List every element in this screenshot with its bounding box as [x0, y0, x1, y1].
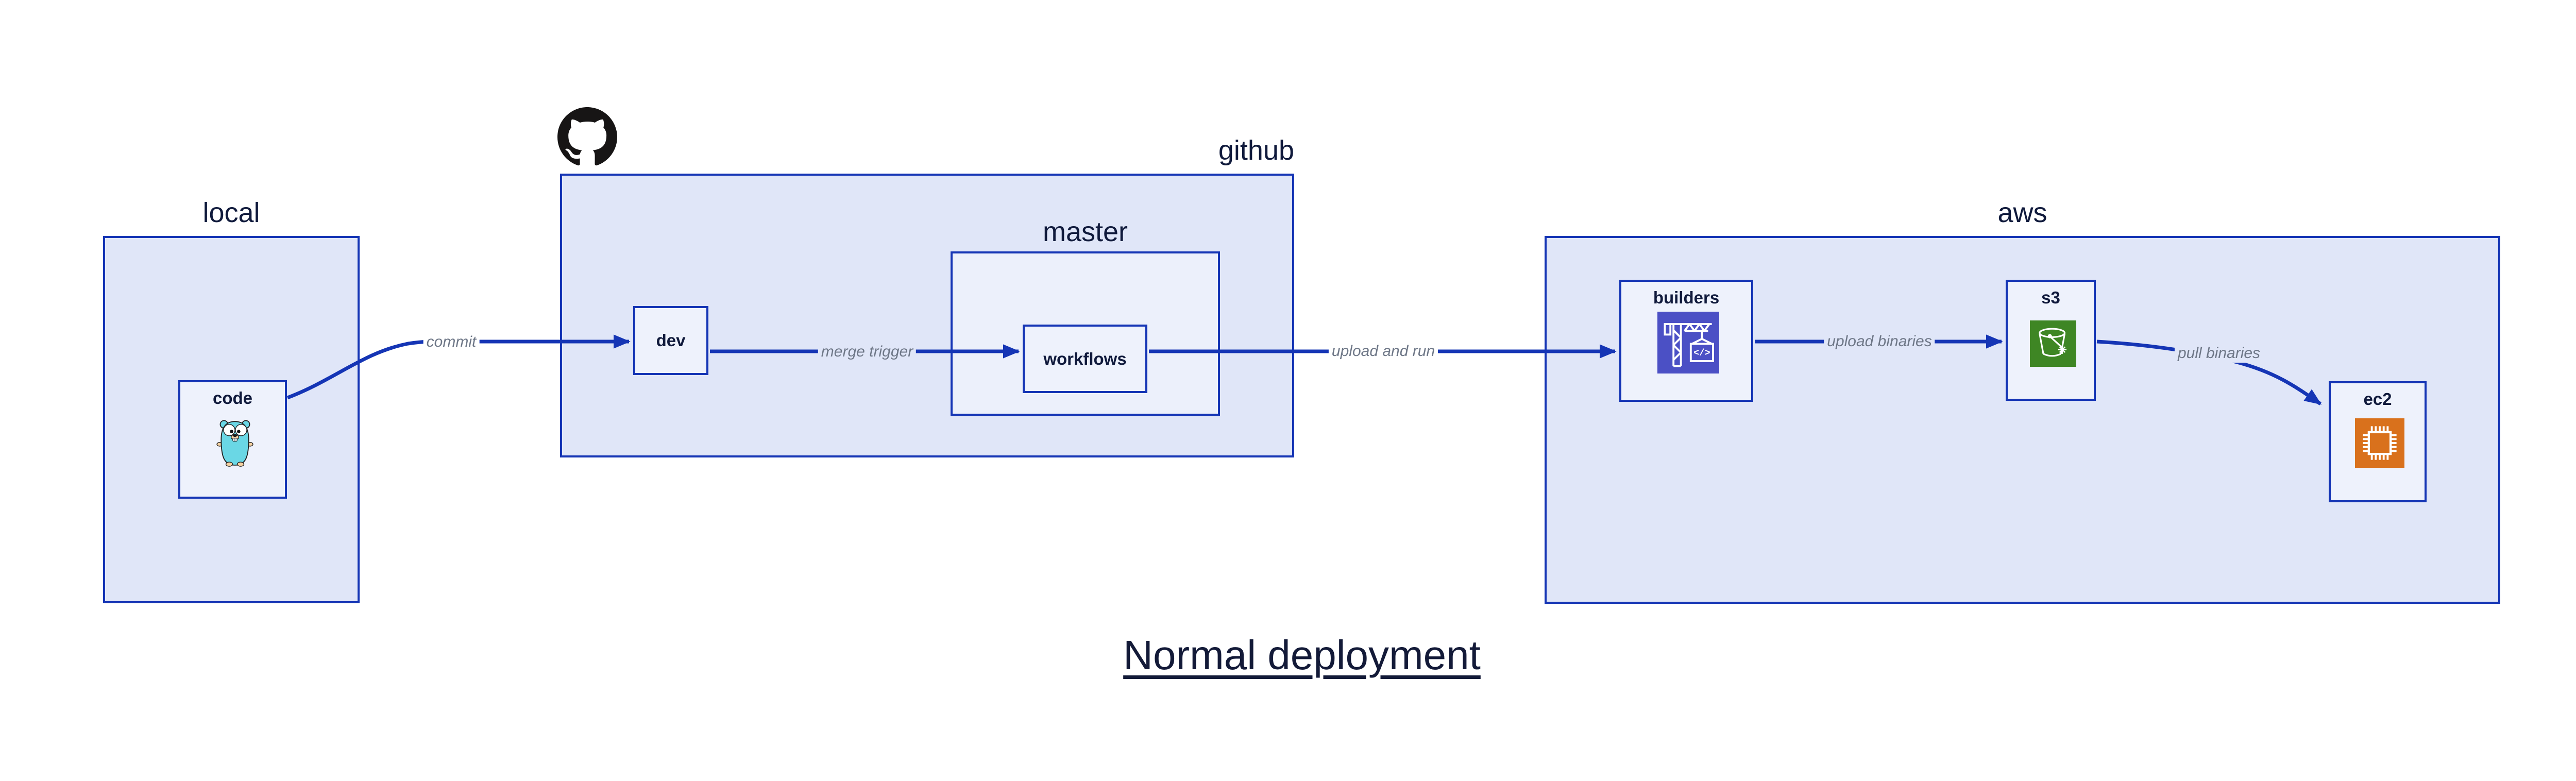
ec2-chip-icon — [2355, 418, 2404, 470]
workflows-node: workflows — [1023, 325, 1147, 393]
builders-node: builders — [1619, 280, 1753, 402]
dev-node: dev — [633, 306, 708, 375]
local-container-label: local — [202, 197, 260, 228]
edge-label-commit: commit — [423, 333, 480, 351]
code-node-label: code — [212, 388, 253, 408]
edge-label-pull-binaries: pull binaries — [2174, 344, 2264, 363]
ec2-node: ec2 — [2329, 381, 2427, 502]
workflows-node-label: workflows — [1043, 349, 1127, 368]
github-octocat-icon — [557, 107, 617, 169]
diagram-title: Normal deployment — [1123, 632, 1481, 678]
github-container-label: github — [1218, 135, 1294, 166]
master-container-label: master — [1042, 216, 1128, 247]
s3-bucket-icon — [2030, 320, 2076, 369]
svg-text:</>: </> — [1693, 348, 1710, 359]
s3-node: s3 — [2006, 280, 2096, 401]
s3-node-label: s3 — [2041, 288, 2060, 307]
go-gopher-icon — [211, 413, 259, 477]
code-node: code — [178, 380, 287, 499]
edge-label-upload-and-run: upload and run — [1328, 342, 1438, 361]
edge-label-merge-trigger: merge trigger — [818, 343, 917, 361]
dev-node-label: dev — [656, 331, 686, 350]
aws-container-label: aws — [1997, 197, 2047, 228]
ec2-node-label: ec2 — [2363, 389, 2392, 409]
edge-label-upload-binaries: upload binaries — [1824, 332, 1935, 351]
codebuild-crane-icon: </> — [1657, 312, 1719, 376]
builders-node-label: builders — [1653, 288, 1720, 307]
